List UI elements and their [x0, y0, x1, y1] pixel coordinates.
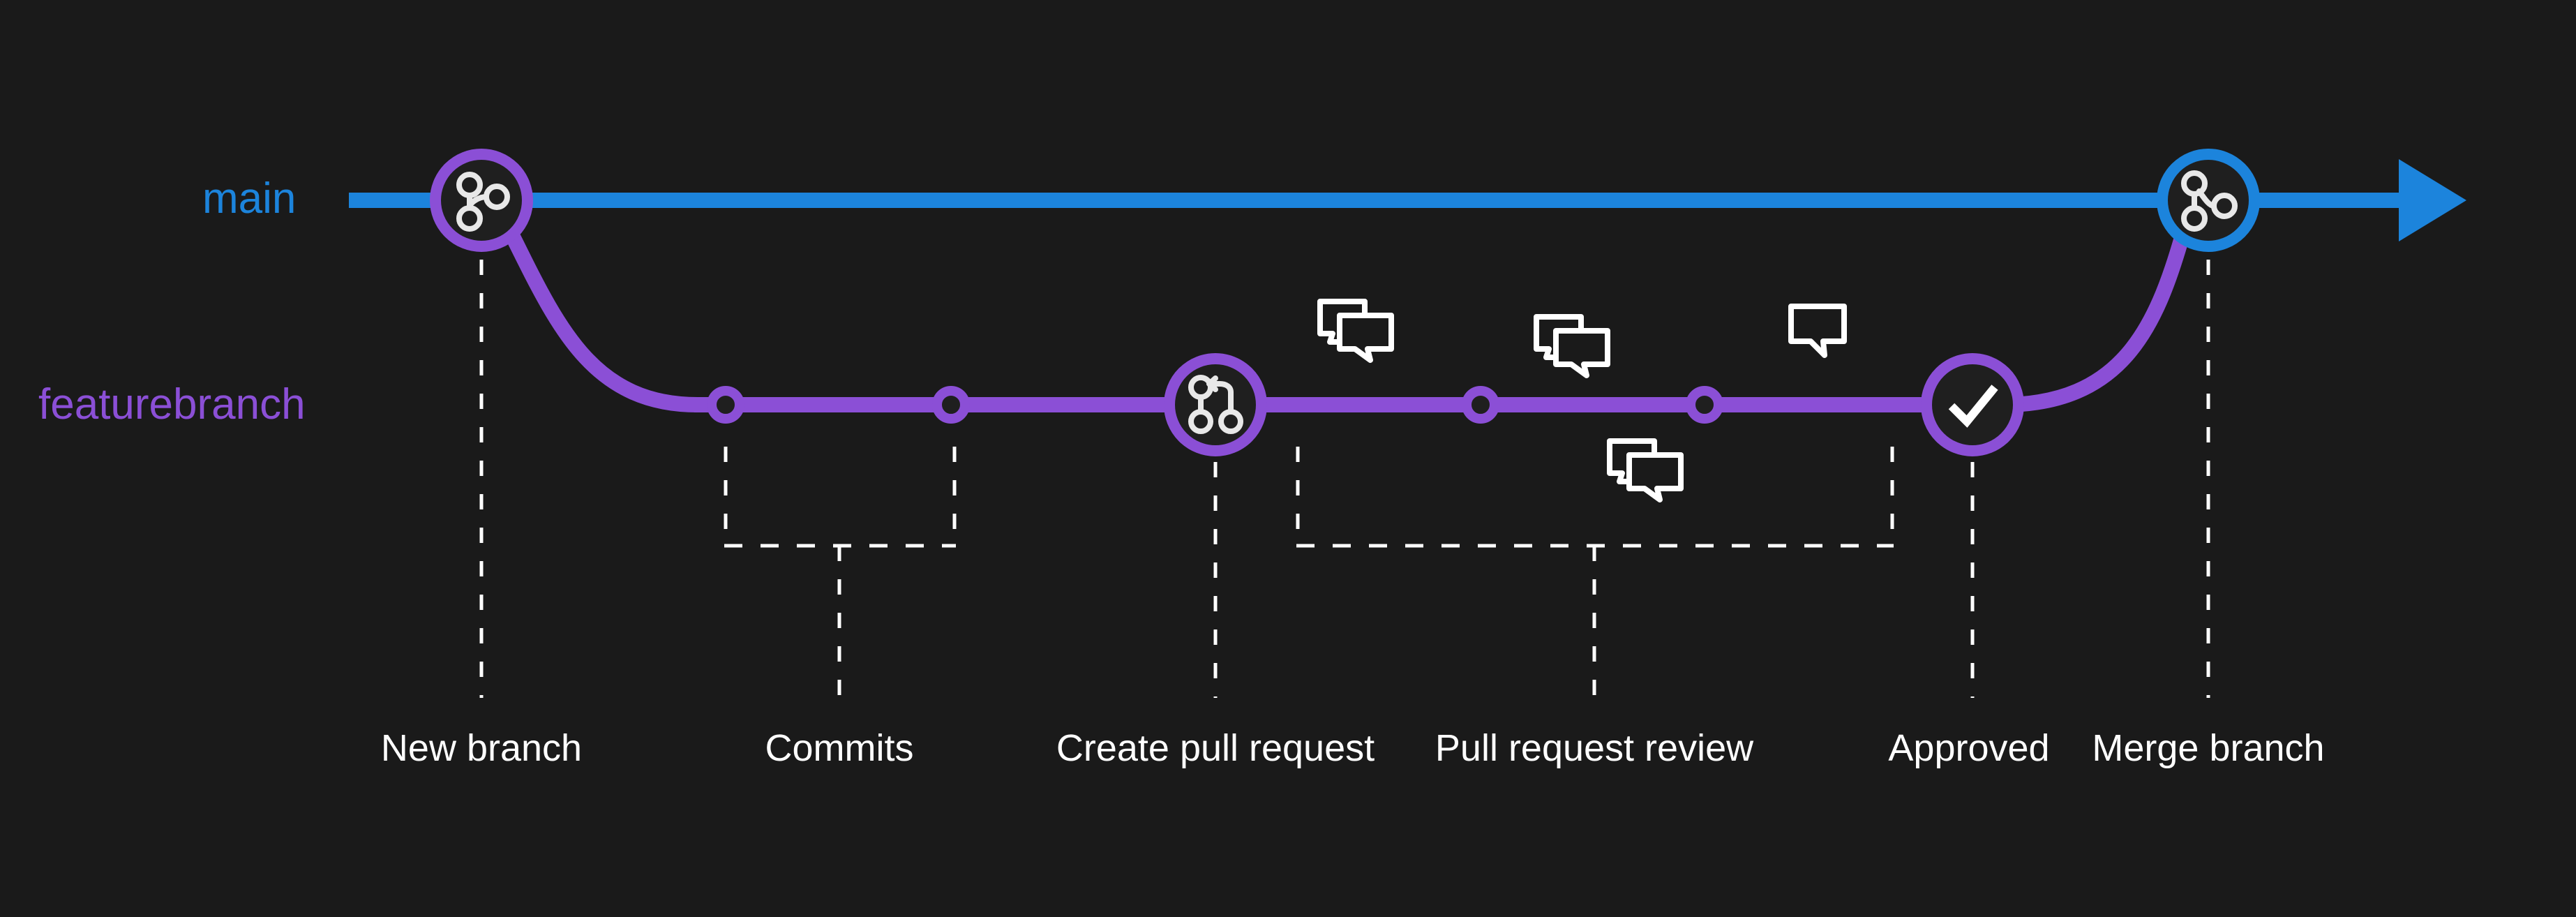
guide-bracket-commits: [724, 447, 957, 698]
stage-label-commits: Commits: [765, 727, 914, 769]
commit-dots-group: [707, 386, 1723, 424]
main-branch-arrowhead: [2399, 159, 2466, 241]
commit-dot[interactable]: [1686, 386, 1723, 424]
comment-double-icon: [1607, 438, 1684, 502]
node-approved-ring: [1921, 353, 2024, 456]
guide-bracket-review: [1296, 447, 1894, 698]
git-branch-icon: [456, 172, 510, 232]
commit-dot[interactable]: [932, 386, 970, 424]
branch-label-main: main: [202, 174, 296, 223]
guide-lines-group: [479, 260, 2210, 698]
branch-label-featurebranch: featurebranch: [38, 380, 306, 428]
stage-label-pull-request-review: Pull request review: [1435, 727, 1754, 769]
git-merge-icon: [2181, 170, 2238, 232]
stage-label-create-pull-request: Create pull request: [1056, 727, 1375, 769]
commit-dot[interactable]: [1462, 386, 1499, 424]
feature-branch-diverge-curve: [504, 226, 705, 412]
stage-label-approved: Approved: [1888, 727, 2049, 769]
commit-dot[interactable]: [707, 386, 744, 424]
comment-double-icon: [1534, 314, 1610, 378]
node-merge-branch[interactable]: [2157, 149, 2260, 252]
node-new-branch[interactable]: [430, 149, 533, 252]
main-branch-line-group: [349, 159, 2466, 241]
node-approved[interactable]: [1921, 353, 2024, 456]
node-create-pull-request-ring: [1164, 353, 1267, 456]
feature-branch-merge-curve: [1995, 228, 2190, 412]
comment-single-icon: [1788, 304, 1847, 358]
feature-branch-path-group: [504, 226, 2190, 412]
comment-double-icon: [1317, 299, 1394, 363]
check-icon: [1948, 385, 1998, 428]
node-create-pull-request[interactable]: [1164, 353, 1267, 456]
stage-label-new-branch: New branch: [381, 727, 582, 769]
stage-label-merge-branch: Merge branch: [2092, 727, 2324, 769]
git-pull-request-icon: [1188, 375, 1243, 434]
